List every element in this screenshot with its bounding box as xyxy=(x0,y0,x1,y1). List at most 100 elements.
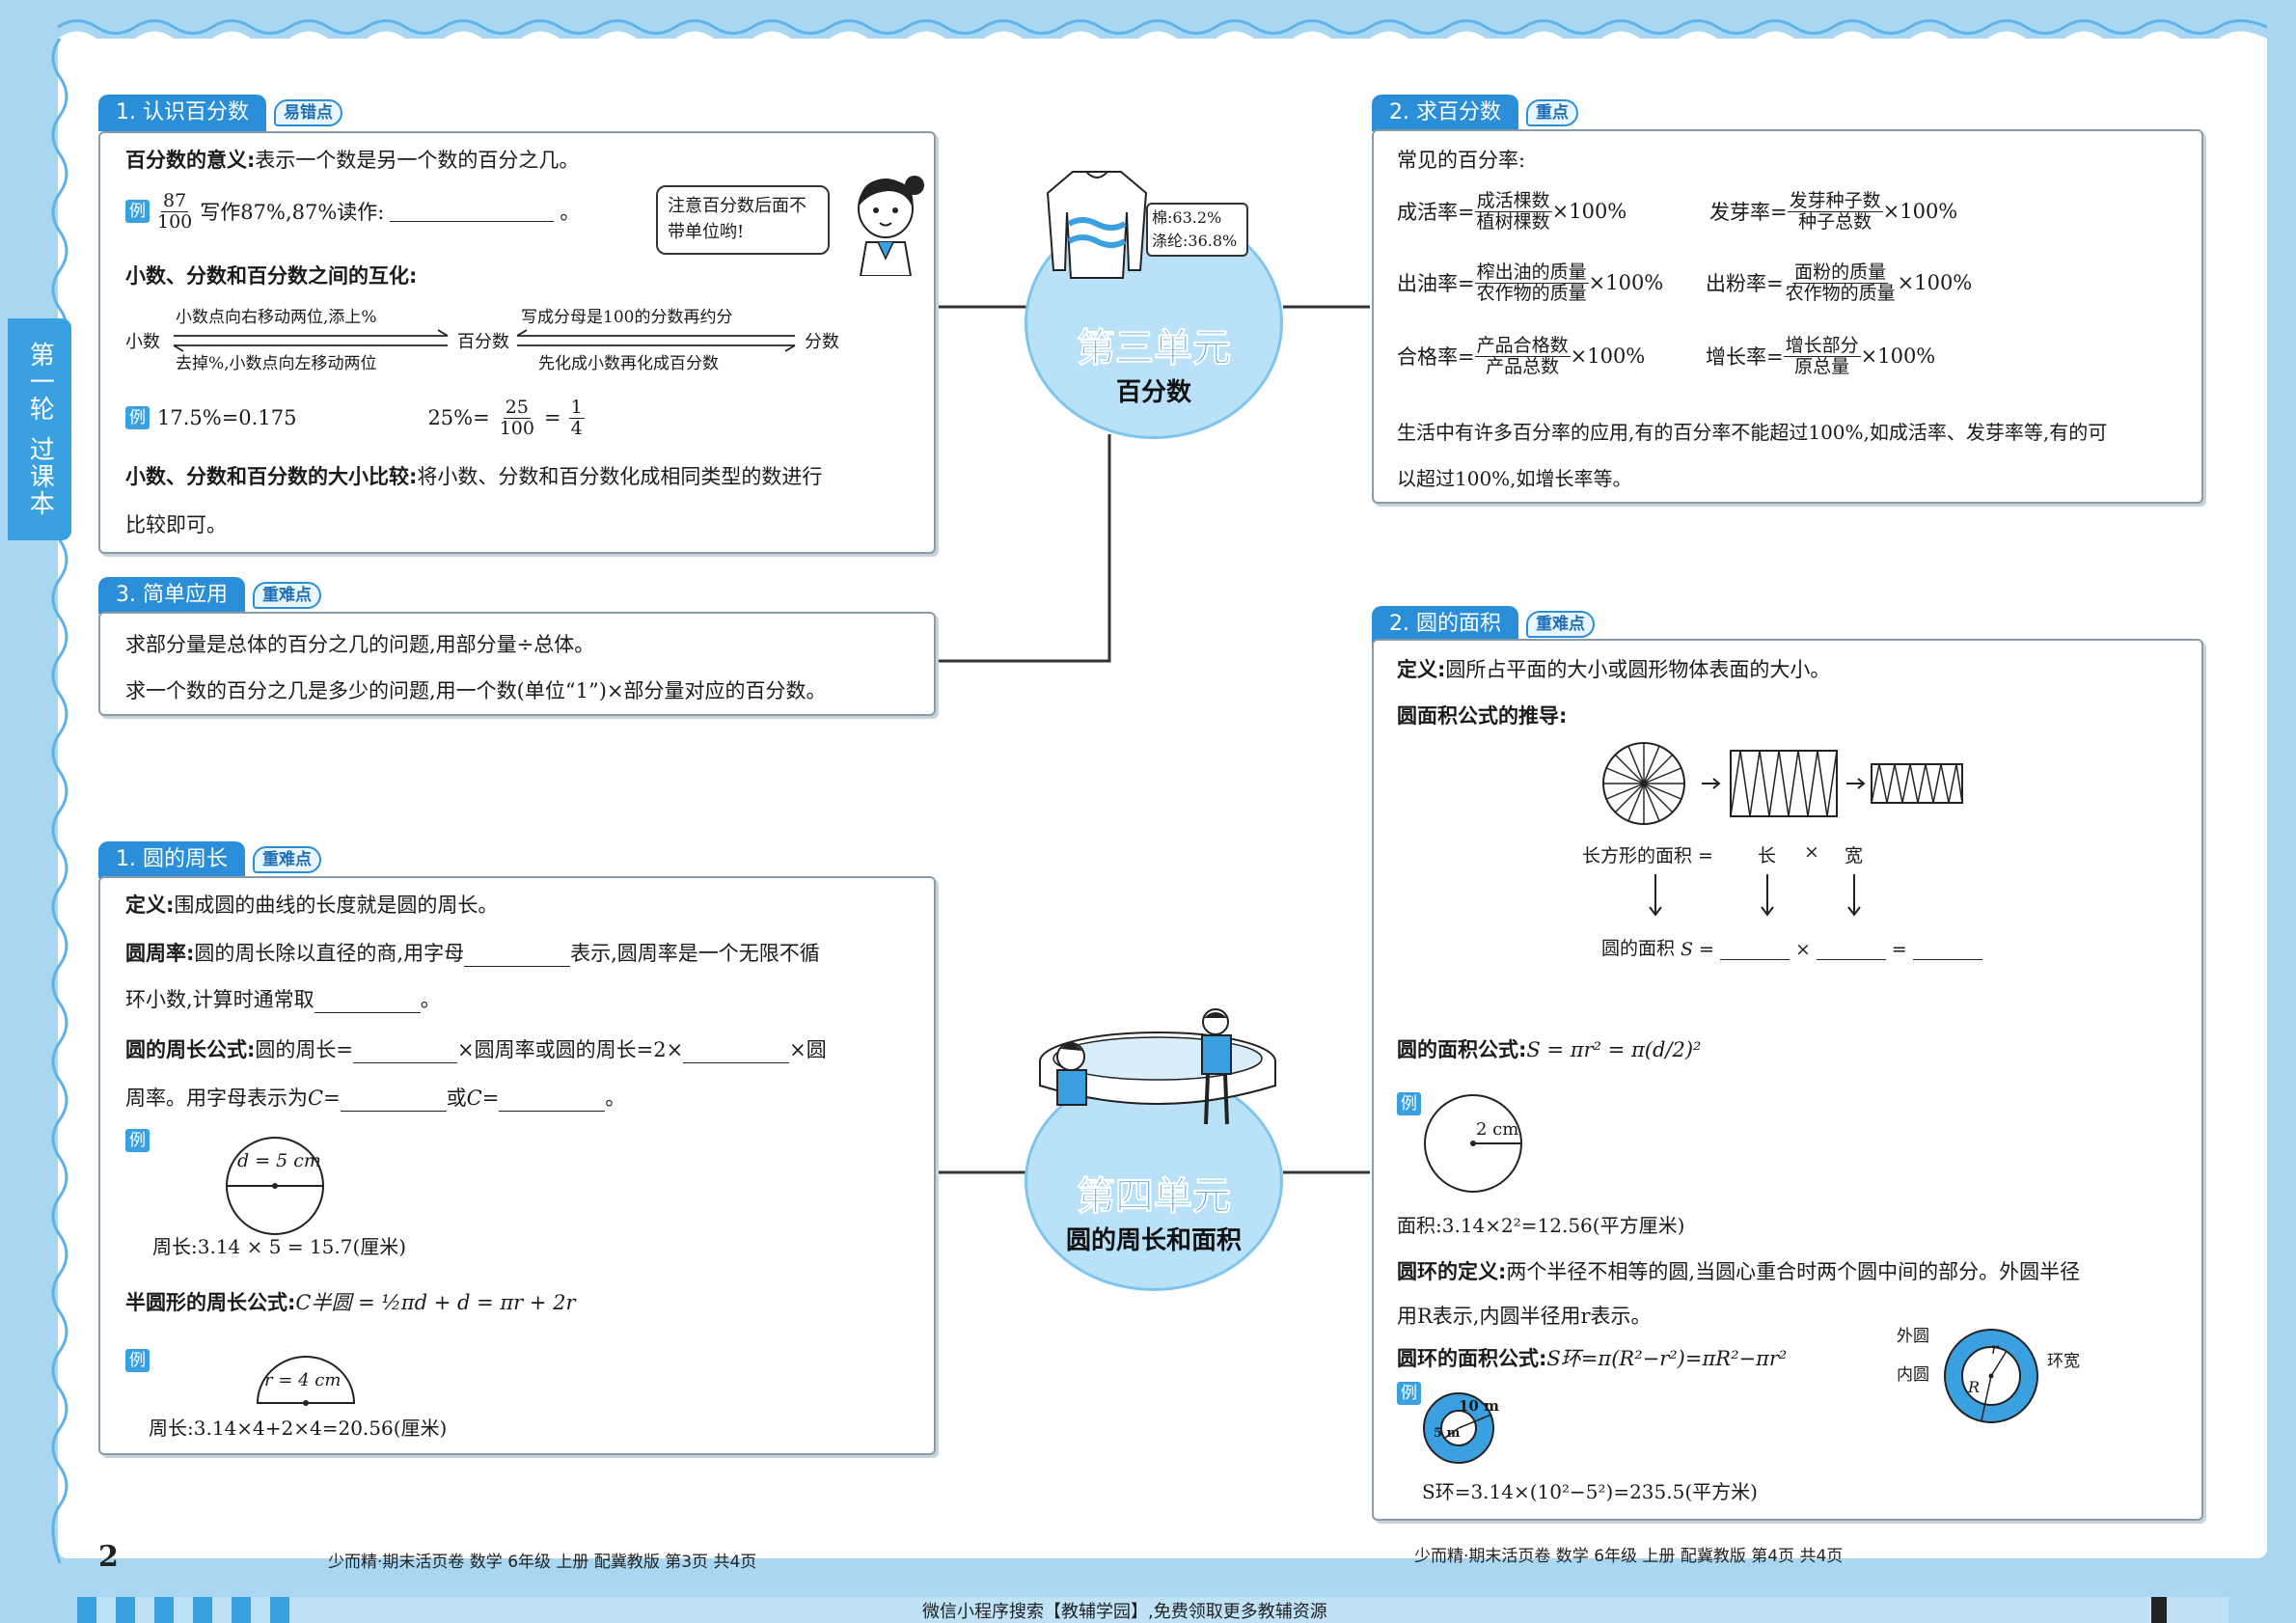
rect-times: × xyxy=(1804,841,1819,863)
area-formula-line: 圆的面积公式:S = πr² = π(d/2)² xyxy=(1397,1034,1701,1063)
kids-pool-illustration xyxy=(1039,1008,1276,1125)
ring-def-line2: 用R表示,内圆半径用r表示。 xyxy=(1397,1305,1652,1328)
application-line1: 求部分量是总体的百分之几的问题,用部分量÷总体。 xyxy=(125,633,595,656)
rate-name: 合格率= xyxy=(1397,345,1475,370)
pi-value-blank[interactable] xyxy=(314,992,421,1013)
period: 。 xyxy=(560,201,581,225)
fraction-denominator: 100 xyxy=(157,210,193,233)
rate-fraction: 发芽种子数种子总数 xyxy=(1787,191,1883,233)
example-badge: 例 xyxy=(125,1349,150,1372)
pi-text3: 环小数,计算时通常取 xyxy=(125,988,314,1011)
rate-survival: 成活率= 成活棵数植树棵数 ×100% xyxy=(1397,191,1626,233)
ring-example: 例 xyxy=(1397,1380,1421,1405)
derivation-head: 圆面积公式的推导: xyxy=(1397,704,1568,728)
section-label: 2. 圆的面积 xyxy=(1372,606,1518,643)
rate-growth: 增长率= 增长部分原总量 ×100% xyxy=(1706,336,1935,377)
arrow1-double xyxy=(173,329,449,352)
circle-radius-diagram xyxy=(1424,1094,1522,1193)
derivation-arrows xyxy=(1649,874,1861,917)
formula-blank1[interactable] xyxy=(353,1042,458,1063)
arrow2-double xyxy=(516,329,796,352)
section-application xyxy=(98,612,936,716)
example1-text: 写作87%,87%读作: xyxy=(200,201,385,225)
example-badge: 例 xyxy=(125,1129,150,1152)
fabric-cotton: 棉:63.2% xyxy=(1152,208,1222,227)
rates-note-line1: 生活中有许多百分率的应用,有的百分率不能超过100%,如成活率、发芽率等,有的可 xyxy=(1397,421,2108,444)
fraction-numerator: 25 xyxy=(503,397,531,419)
rate-den: 农作物的质量 xyxy=(1785,282,1896,304)
rate-fraction: 榨出油的质量农作物的质量 xyxy=(1474,261,1589,304)
semi-formula: C半圆 = ½πd + d = πr + 2r xyxy=(295,1291,576,1314)
rate-fraction: 产品合格数产品总数 xyxy=(1474,335,1571,377)
ring-def-head: 圆环的定义: xyxy=(1397,1260,1507,1283)
meaning-head: 百分数的意义: xyxy=(125,149,256,172)
rate-tail: ×100% xyxy=(1551,200,1627,224)
circ-formula-line2: 周率。用字母表示为C=或C=。 xyxy=(125,1083,625,1112)
circle-diameter-diagram xyxy=(226,1137,324,1235)
radius-label: 2 cm xyxy=(1476,1119,1519,1140)
page-number: 2 xyxy=(98,1540,119,1574)
conv-decimal: 小数 xyxy=(125,332,160,352)
formula-blank2[interactable] xyxy=(683,1042,790,1063)
compare-text: 将小数、分数和百分数化成相同类型的数进行 xyxy=(417,465,823,488)
rate-num: 产品合格数 xyxy=(1474,335,1571,357)
circ-example1-result: 周长:3.14 × 5 = 15.7(厘米) xyxy=(152,1235,407,1258)
rect-width: 宽 xyxy=(1845,845,1864,867)
key-difficult-tag: 重难点 xyxy=(252,582,321,609)
rate-num: 榨出油的质量 xyxy=(1474,261,1589,284)
key-difficult-tag: 重难点 xyxy=(1525,611,1595,638)
rate-den: 原总量 xyxy=(1794,355,1850,377)
formula-blank3[interactable] xyxy=(340,1090,447,1112)
rate-tail: ×100% xyxy=(1897,271,1973,295)
equals-sign: = xyxy=(1699,939,1714,960)
rate-tail: ×100% xyxy=(1588,271,1664,295)
unit4-bubble: 第四单元 圆的周长和面积 xyxy=(1025,1071,1283,1291)
rect-length: 长 xyxy=(1758,845,1777,867)
meaning-text: 表示一个数是另一个数的百分之几。 xyxy=(255,149,580,172)
ring-outer-label: 外圆 xyxy=(1897,1327,1929,1346)
times-sign: × xyxy=(1794,939,1811,960)
pi-letter-blank[interactable] xyxy=(464,946,571,967)
area-blank1[interactable] xyxy=(1719,939,1790,960)
left-wave-border xyxy=(51,39,68,1563)
rate-name: 出粉率= xyxy=(1706,272,1784,296)
rates-intro: 常见的百分率: xyxy=(1397,149,1526,172)
def-text: 围成圆的曲线的长度就是圆的周长。 xyxy=(174,894,499,917)
conv-fraction: 分数 xyxy=(805,332,839,352)
rate-num: 增长部分 xyxy=(1783,335,1861,357)
formula-head: 圆的周长公式: xyxy=(125,1038,256,1061)
rate-fraction: 增长部分原总量 xyxy=(1783,335,1861,377)
section-label: 3. 简单应用 xyxy=(98,577,245,614)
area-blank2[interactable] xyxy=(1816,939,1886,960)
rate-name: 增长率= xyxy=(1706,345,1784,370)
semi-head: 半圆形的周长公式: xyxy=(125,1291,296,1314)
ring-R-label: R xyxy=(1968,1378,1981,1396)
rate-den: 植树棵数 xyxy=(1476,210,1550,233)
formula-blank4[interactable] xyxy=(499,1090,606,1112)
side-tab-line1: 第一轮 xyxy=(25,342,55,423)
circle-area-label: 圆的面积 xyxy=(1601,938,1676,959)
formula-t1: 圆的周长= xyxy=(255,1038,354,1061)
rate-fraction: 成活棵数植树棵数 xyxy=(1474,191,1552,233)
ring-example-diagram xyxy=(1423,1392,1494,1464)
answer-blank[interactable] xyxy=(390,201,555,223)
formula-c2: C= xyxy=(466,1087,500,1110)
fraction-numerator: 1 xyxy=(568,397,585,419)
area-example1: 例 xyxy=(1397,1090,1421,1115)
arrow2-bottom-text: 先化成小数再化成百分数 xyxy=(538,354,719,373)
rate-tail: ×100% xyxy=(1882,200,1958,224)
area-blank3[interactable] xyxy=(1912,939,1982,960)
section-circumference-header: 1. 圆的周长 重难点 xyxy=(98,841,321,878)
section-label: 2. 求百分数 xyxy=(1372,95,1518,131)
bottom-note: 微信小程序搜索【教辅学园】,免费领取更多教辅资源 xyxy=(922,1602,1327,1622)
rate-fraction: 面粉的质量农作物的质量 xyxy=(1784,262,1898,304)
ring-def-text1: 两个半径不相等的圆,当圆心重合时两个圆中间的部分。外圆半径 xyxy=(1506,1260,2081,1283)
example-badge: 例 xyxy=(1397,1382,1421,1405)
rect-area-label: 长方形的面积 = xyxy=(1582,845,1713,867)
example-badge: 例 xyxy=(125,406,150,430)
ring-formula-head: 圆环的面积公式: xyxy=(1397,1347,1547,1370)
